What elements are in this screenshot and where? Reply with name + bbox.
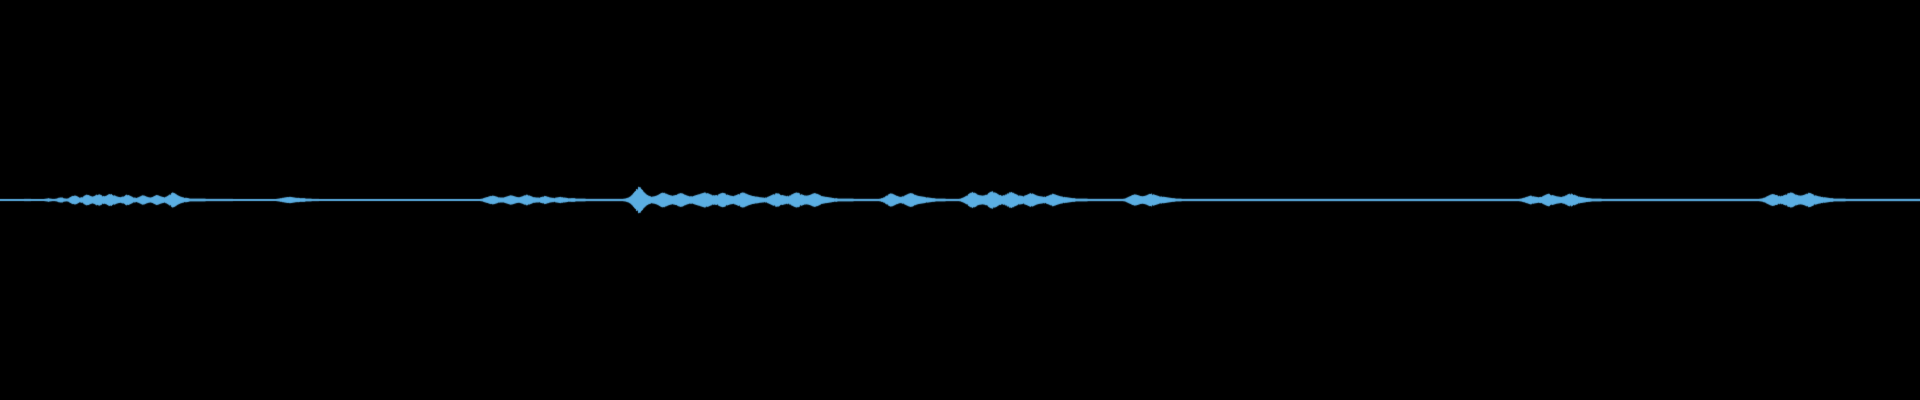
audio-waveform-canvas[interactable] (0, 0, 1920, 400)
waveform-viewer[interactable] (0, 0, 1920, 400)
